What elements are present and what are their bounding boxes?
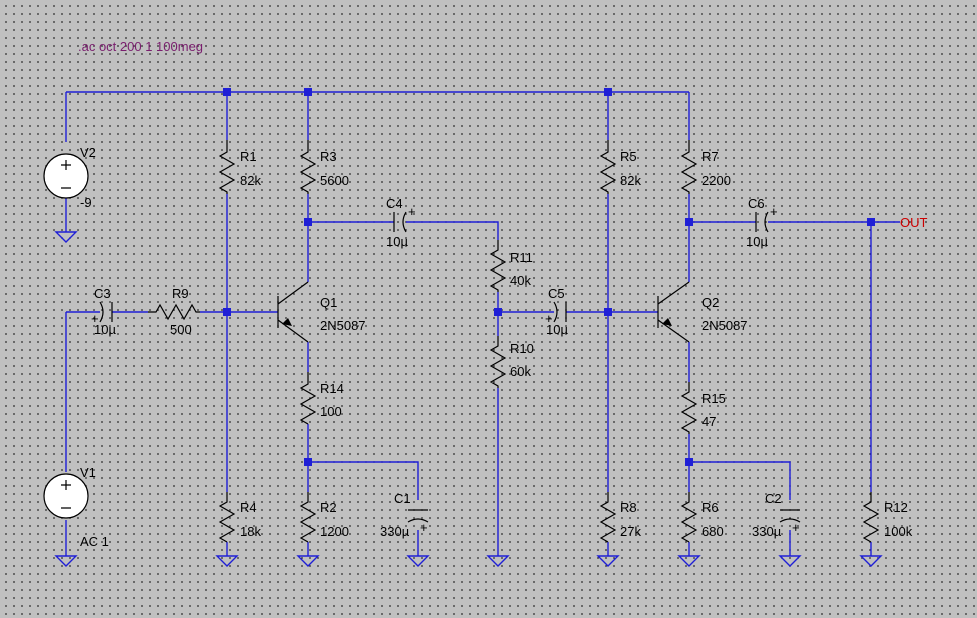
r3-value: 5600	[320, 173, 349, 188]
r5-value: 82k	[620, 173, 641, 188]
resistor-r3[interactable]: R3 5600	[299, 140, 349, 194]
transistor-q1[interactable]: Q1 2N5087	[277, 281, 366, 343]
ground-icon	[216, 555, 238, 567]
q1-name: Q1	[320, 295, 337, 310]
r9-value: 500	[170, 322, 192, 337]
svg-text:+: +	[91, 311, 99, 326]
r14-value: 100	[320, 404, 342, 419]
c4-name: C4	[386, 196, 403, 211]
c1-name: C1	[394, 491, 411, 506]
c5-name: C5	[548, 286, 565, 301]
r4-name: R4	[240, 500, 257, 515]
ground-icon	[678, 555, 700, 567]
ground-icon	[55, 555, 77, 567]
resistor-r12[interactable]: R12 100k	[862, 492, 913, 543]
capacitor-c4[interactable]: + C4 10µ	[386, 196, 416, 249]
r15-value: 47	[702, 414, 716, 429]
ground-icon	[860, 555, 882, 567]
ground-icon	[487, 555, 509, 567]
svg-text:+: +	[408, 204, 416, 219]
r5-name: R5	[620, 149, 637, 164]
svg-text:+: +	[545, 311, 553, 326]
resistor-r14[interactable]: R14 100	[299, 372, 344, 425]
v1-name: V1	[80, 465, 96, 480]
resistor-r11[interactable]: R11 40k	[489, 240, 533, 292]
voltage-source-v1[interactable]: V1 AC 1	[43, 465, 109, 549]
ground-icon	[597, 555, 619, 567]
q2-value: 2N5087	[702, 318, 748, 333]
resistor-r4[interactable]: R4 18k	[218, 492, 261, 543]
r12-value: 100k	[884, 524, 913, 539]
r8-name: R8	[620, 500, 637, 515]
r2-value: 1200	[320, 524, 349, 539]
resistor-r1[interactable]: R1 82k	[218, 140, 261, 194]
r9-name: R9	[172, 286, 189, 301]
capacitor-c3[interactable]: + C3 10µ	[91, 286, 116, 337]
c3-value: 10µ	[94, 322, 116, 337]
transistor-q2[interactable]: Q2 2N5087	[657, 281, 748, 343]
r15-name: R15	[702, 391, 726, 406]
resistor-r5[interactable]: R5 82k	[599, 140, 641, 194]
r8-value: 27k	[620, 524, 641, 539]
c6-name: C6	[748, 196, 765, 211]
r3-name: R3	[320, 149, 337, 164]
resistor-r8[interactable]: R8 27k	[599, 492, 641, 543]
resistor-r15[interactable]: R15 47	[680, 382, 726, 434]
q1-value: 2N5087	[320, 318, 366, 333]
c5-value: 10µ	[546, 322, 568, 337]
r6-value: 680	[702, 524, 724, 539]
v1-value: AC 1	[80, 534, 109, 549]
capacitor-c5[interactable]: + C5 10µ	[545, 286, 568, 337]
ground-icon	[779, 555, 801, 567]
ground-icon	[297, 555, 319, 567]
r11-value: 40k	[510, 273, 531, 288]
spice-directive[interactable]: .ac oct 200 1 100meg	[78, 39, 203, 54]
resistor-r7[interactable]: R7 2200	[680, 140, 731, 194]
out-net-label[interactable]: OUT	[900, 215, 928, 230]
r1-value: 82k	[240, 173, 261, 188]
r4-value: 18k	[240, 524, 261, 539]
c4-value: 10µ	[386, 234, 408, 249]
junctions	[223, 88, 875, 466]
svg-text:+: +	[792, 520, 800, 535]
r14-name: R14	[320, 381, 344, 396]
voltage-source-v2[interactable]: V2 -9	[43, 145, 96, 210]
r7-name: R7	[702, 149, 719, 164]
r1-name: R1	[240, 149, 257, 164]
capacitor-c1[interactable]: + C1 330µ	[380, 491, 429, 539]
v2-name: V2	[80, 145, 96, 160]
r2-name: R2	[320, 500, 337, 515]
c2-value: 330µ	[752, 524, 782, 539]
q2-name: Q2	[702, 295, 719, 310]
svg-text:+: +	[770, 204, 778, 219]
resistor-r9[interactable]: R9 500	[148, 286, 200, 337]
v2-value: -9	[80, 195, 92, 210]
r11-name: R11	[510, 250, 533, 265]
r7-value: 2200	[702, 173, 731, 188]
resistor-r6[interactable]: R6 680	[680, 492, 724, 543]
resistor-r2[interactable]: R2 1200	[299, 492, 349, 543]
c3-name: C3	[94, 286, 111, 301]
c2-name: C2	[765, 491, 782, 506]
ground-icon	[55, 231, 77, 243]
r12-name: R12	[884, 500, 908, 515]
r10-value: 60k	[510, 364, 531, 379]
ground-icon	[407, 555, 429, 567]
c6-value: 10µ	[746, 234, 768, 249]
r6-name: R6	[702, 500, 719, 515]
r10-name: R10	[510, 341, 534, 356]
svg-text:+: +	[420, 520, 428, 535]
capacitor-c6[interactable]: + C6 10µ	[746, 196, 778, 249]
resistor-r10[interactable]: R10 60k	[489, 336, 534, 388]
c1-value: 330µ	[380, 524, 410, 539]
capacitor-c2[interactable]: + C2 330µ	[752, 491, 801, 539]
